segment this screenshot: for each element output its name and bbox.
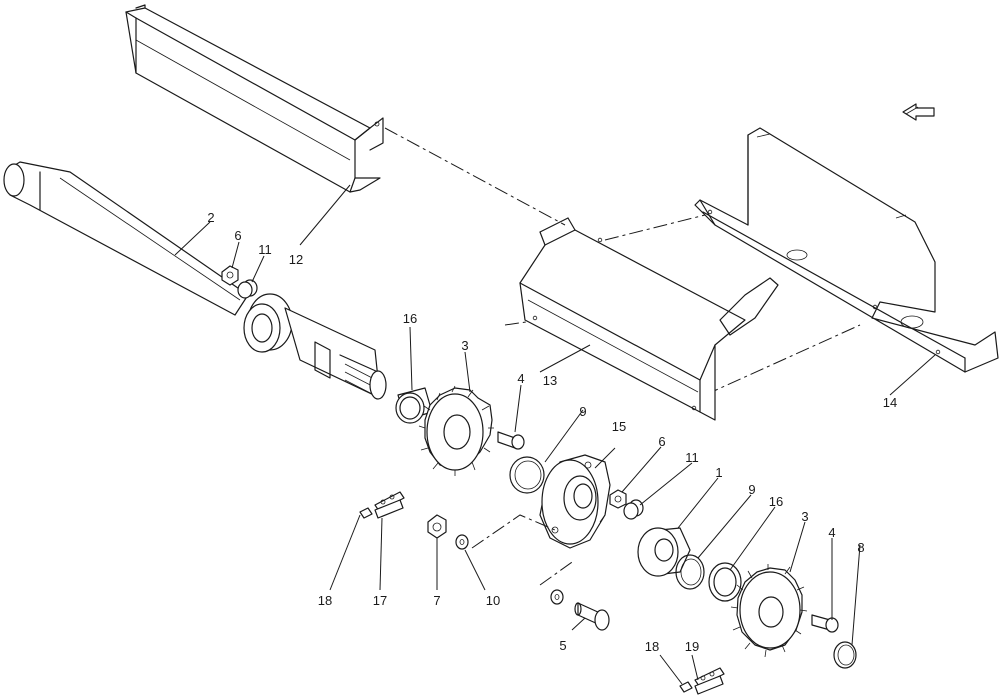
callout-3-lower: 3 [801,509,808,524]
callout-9-lower: 9 [748,482,755,497]
nut-middle [609,489,627,509]
callout-18-left: 18 [318,593,332,608]
leader-lines [174,184,936,685]
spacer-ring-left [395,387,433,424]
snap-ring-upper [509,456,545,494]
callout-6-middle: 6 [658,434,665,449]
chain-link-right [694,667,725,695]
carriage-bolt [574,602,610,631]
nut-upper-left [221,265,239,286]
callout-labels: 2 6 11 12 16 3 4 13 9 15 6 11 1 9 16 3 4… [207,210,897,654]
callout-4-upper: 4 [517,371,524,386]
bolt-lower [811,614,839,633]
callout-11-upper: 11 [258,242,272,257]
mounting-plate-right [694,127,999,373]
shield-middle [519,217,746,421]
shield-upper-left [125,4,384,193]
callout-9-upper: 9 [579,404,586,419]
centerline-13-14-lower [704,324,861,396]
callout-13: 13 [543,373,557,388]
callout-2: 2 [207,210,214,225]
bushing-middle [623,499,644,520]
sprocket-upper [418,385,494,476]
direction-arrow-icon [902,103,935,121]
sprocket-lower [730,564,808,658]
callout-3-upper: 3 [461,338,468,353]
washer-upper [455,534,469,550]
callout-10: 10 [486,593,500,608]
callout-19: 19 [685,639,699,654]
callout-6-upper: 6 [234,228,241,243]
alignment-line-bolt [539,559,576,586]
callout-16-upper: 16 [403,311,417,326]
callout-4-lower: 4 [828,525,835,540]
callout-8: 8 [857,540,864,555]
snap-ring-lower [675,554,705,590]
drive-shaft [3,161,387,400]
retaining-ring [833,641,857,669]
centerline-12-13 [384,127,566,226]
centerline-13-14 [604,214,706,241]
flange-bearing-housing [539,454,611,549]
washer-lower [550,589,564,605]
callout-11-middle: 11 [685,450,699,465]
chain-link-left [374,491,405,519]
callout-14: 14 [883,395,897,410]
callout-5: 5 [559,638,566,653]
chain-pin-right [679,681,693,693]
callout-7: 7 [433,593,440,608]
callout-18-right: 18 [645,639,659,654]
callout-16-lower: 16 [769,494,783,509]
bushing-upper-left [237,279,258,299]
nut-lower [427,514,447,539]
bearing [637,527,691,577]
bolt-upper [497,431,525,450]
callout-15: 15 [612,419,626,434]
callout-17: 17 [373,593,387,608]
spacer-ring-right [708,562,742,602]
callout-1: 1 [715,465,722,480]
chain-pin-left [359,507,373,519]
callout-12: 12 [289,252,303,267]
alignment-line-washer [471,514,556,549]
